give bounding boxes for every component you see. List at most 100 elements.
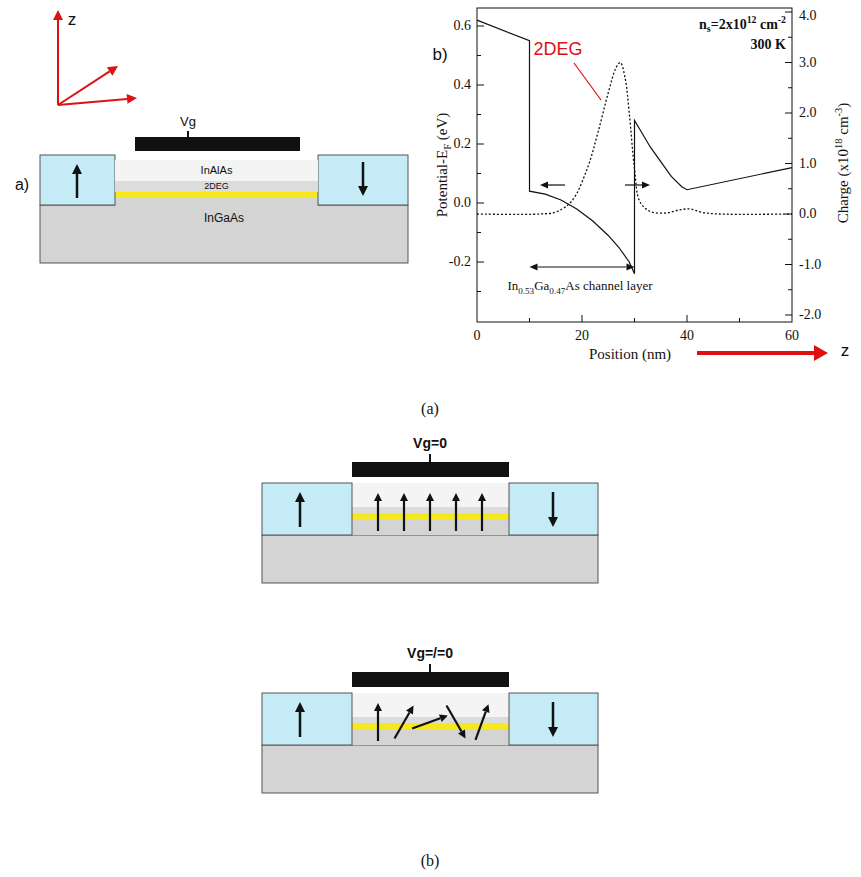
tick-label: 0.0 bbox=[799, 206, 817, 221]
tick-mark bbox=[788, 239, 792, 240]
spin-arrow bbox=[395, 712, 410, 738]
text-label: (b) bbox=[421, 852, 440, 870]
text-label: 40 bbox=[680, 328, 694, 344]
tick-mark bbox=[788, 87, 792, 88]
text-label: b) bbox=[432, 45, 447, 65]
spin-arrow-head bbox=[482, 704, 490, 713]
spin-arrow bbox=[429, 501, 431, 531]
substrate bbox=[262, 745, 598, 793]
magnetization-arrow bbox=[552, 702, 555, 727]
gate-electrode bbox=[352, 462, 509, 477]
tick-mark bbox=[785, 113, 792, 114]
ferromagnet-contact bbox=[262, 693, 352, 745]
charge-curve bbox=[477, 62, 792, 214]
callout-label: 2DEG bbox=[533, 39, 582, 59]
spin-device bbox=[262, 664, 598, 793]
spin-arrow bbox=[377, 501, 379, 531]
tick-mark bbox=[788, 289, 792, 290]
spin-arrow-head bbox=[406, 706, 413, 715]
tick-mark bbox=[477, 262, 484, 263]
tick-label: 4.0 bbox=[799, 8, 817, 23]
spin-arrow bbox=[403, 501, 405, 531]
text-label: 0.2 bbox=[454, 136, 472, 152]
gate-electrode bbox=[135, 137, 300, 151]
magnetization-arrow-head bbox=[548, 517, 558, 527]
ferromagnet-contact bbox=[318, 155, 408, 205]
text-group: Potential-EF(eV) bbox=[434, 113, 454, 218]
spin-arrow bbox=[377, 711, 379, 741]
text-label: Vg=0 bbox=[413, 435, 447, 451]
text-group: ns=2x1012cm-2 bbox=[699, 14, 786, 35]
tick-mark bbox=[477, 55, 481, 56]
tick-mark bbox=[477, 26, 484, 27]
text-label: 300 K bbox=[751, 37, 786, 53]
axis-title-part: cm bbox=[835, 116, 851, 134]
magnetization-arrow-head bbox=[295, 702, 305, 712]
tick-label: 0.4 bbox=[454, 77, 472, 92]
layer-label: 2DEG bbox=[204, 181, 229, 192]
gate-lead bbox=[429, 664, 431, 672]
axis-pointer-head bbox=[642, 182, 650, 189]
magnetization-arrow bbox=[299, 712, 302, 737]
text-group: Charge (x1018cm-3) bbox=[833, 103, 852, 224]
spin-arrow bbox=[481, 501, 483, 531]
2deg-strip bbox=[115, 192, 318, 198]
substrate-fill bbox=[352, 729, 509, 745]
axis-arrow-head bbox=[127, 94, 137, 104]
ferromagnet-contact bbox=[509, 483, 598, 535]
axis-arrow-head bbox=[53, 10, 63, 20]
text-label: Vg bbox=[180, 115, 196, 130]
gate-voltage-label: Vg=/=0 bbox=[407, 645, 453, 661]
axis-arrow bbox=[57, 20, 59, 105]
device-cross-section bbox=[40, 131, 408, 263]
axis-title-part: As channel layer bbox=[565, 278, 652, 293]
panel-label: a) bbox=[15, 176, 29, 193]
substrate bbox=[262, 535, 598, 583]
tick-mark bbox=[788, 138, 792, 139]
gate-label: Vg bbox=[180, 114, 196, 129]
spin-arrow-head bbox=[426, 493, 434, 501]
magnetization-arrow bbox=[299, 502, 302, 527]
spin-arrow-head bbox=[374, 703, 382, 711]
tick-label: 1.0 bbox=[799, 155, 817, 170]
spin-arrow-head bbox=[452, 493, 460, 501]
spin-arrow bbox=[455, 501, 457, 531]
tick-mark bbox=[477, 203, 484, 204]
axis-arrow-head bbox=[107, 66, 118, 76]
leader-line bbox=[574, 63, 601, 100]
text-label: 0.4 bbox=[454, 77, 472, 93]
channel-span-arrow-head bbox=[627, 264, 635, 271]
spin-arrow-head bbox=[478, 493, 486, 501]
text-label: -2.0 bbox=[799, 307, 821, 323]
text-label: -1.0 bbox=[799, 256, 821, 272]
tick-mark bbox=[785, 62, 792, 63]
text-label: 20 bbox=[575, 328, 589, 344]
axis-title-part: F bbox=[442, 144, 453, 150]
gate-electrode bbox=[352, 672, 509, 687]
channel-span-arrow bbox=[538, 266, 583, 267]
band-plot bbox=[477, 8, 828, 361]
text-label: 3.0 bbox=[799, 54, 817, 70]
tick-mark bbox=[634, 318, 635, 322]
axis-title-part: 18 bbox=[833, 139, 844, 150]
text-label: a) bbox=[15, 176, 29, 194]
potential-curve bbox=[477, 20, 792, 274]
layer-label: InAlAs bbox=[201, 163, 233, 177]
gate-lead bbox=[187, 131, 189, 137]
tick-mark bbox=[582, 315, 583, 322]
z-direction-arrow-head bbox=[814, 345, 828, 361]
tick-mark bbox=[785, 12, 792, 13]
tick-label: 0.6 bbox=[454, 18, 472, 33]
tick-mark bbox=[477, 144, 484, 145]
axis-title-part: 0.47 bbox=[549, 286, 565, 296]
temperature-note: 300 K bbox=[751, 37, 786, 52]
layer-label: InGaAs bbox=[204, 211, 244, 226]
axis-title-part: cm bbox=[760, 16, 778, 31]
tick-label: 0.0 bbox=[454, 195, 472, 210]
channel-span-arrow bbox=[582, 266, 627, 267]
text-label: 1.0 bbox=[799, 155, 817, 171]
tick-mark bbox=[477, 232, 481, 233]
layer-box: InGaAs bbox=[40, 205, 408, 263]
axis-title-part: Charge (x10 bbox=[835, 149, 851, 223]
spin-arrow-head bbox=[439, 714, 448, 722]
